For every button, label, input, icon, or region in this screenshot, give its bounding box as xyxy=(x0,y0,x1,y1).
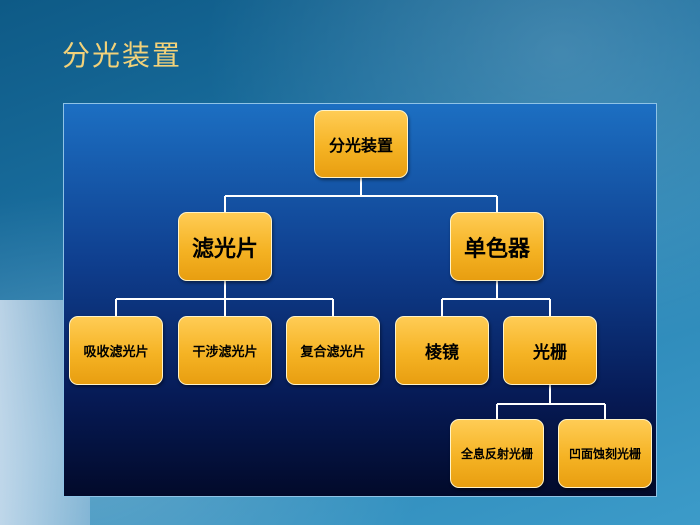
connector-root xyxy=(224,178,498,212)
node-root: 分光装置 xyxy=(314,110,408,178)
connector-monochromator xyxy=(441,281,551,316)
node-grating: 光栅 xyxy=(503,316,597,385)
node-concave-grating: 凹面蚀刻光栅 xyxy=(558,419,652,488)
node-holographic-grating: 全息反射光栅 xyxy=(450,419,544,488)
node-monochromator: 单色器 xyxy=(450,212,544,281)
node-interference-filter: 干涉滤光片 xyxy=(178,316,272,385)
connector-filters xyxy=(115,281,334,316)
node-prism: 棱镜 xyxy=(395,316,489,385)
node-filters: 滤光片 xyxy=(178,212,272,281)
node-absorption-filter: 吸收滤光片 xyxy=(69,316,163,385)
slide-title: 分光装置 xyxy=(62,39,183,72)
connector-grating xyxy=(496,385,606,419)
node-composite-filter: 复合滤光片 xyxy=(286,316,380,385)
